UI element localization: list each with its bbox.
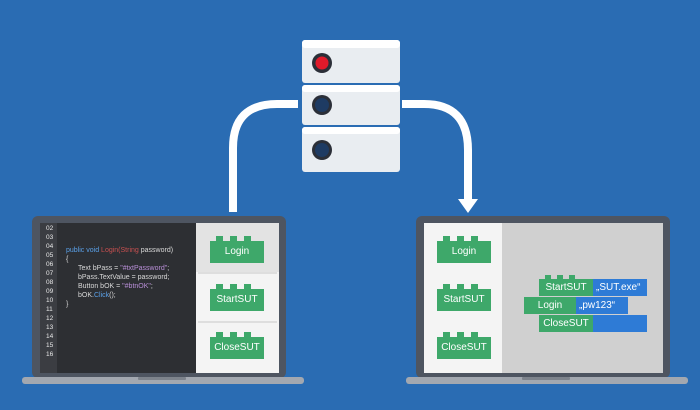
workflow-startsut-param[interactable]: „SUT.exe“ xyxy=(596,282,641,293)
arrow-laptop-to-server xyxy=(229,100,298,212)
server-unit-2-top xyxy=(302,85,400,92)
workflow-closesut-shape xyxy=(539,315,593,332)
workflow-startsut-param-shape xyxy=(593,279,647,296)
workflow-closesut-param-shape xyxy=(593,315,647,332)
left-laptop-notch xyxy=(138,377,186,380)
arrow-server-to-laptop xyxy=(402,100,472,200)
code-line-07: Text bPass = "#txtPassword"; xyxy=(78,265,170,272)
line-number: 12 xyxy=(46,315,54,322)
code-line-11: } xyxy=(66,301,69,308)
line-number: 10 xyxy=(46,297,54,304)
right-brick-login-shape xyxy=(437,236,491,263)
workflow-login-shape xyxy=(524,297,576,314)
line-number: 13 xyxy=(46,324,54,331)
right-brick-closesut-shape xyxy=(437,332,491,359)
workflow-startsut[interactable]: StartSUT xyxy=(545,282,587,293)
left-laptop-base xyxy=(22,377,304,384)
line-number: 07 xyxy=(46,270,54,277)
code-line-06: { xyxy=(66,256,69,263)
line-number: 15 xyxy=(46,342,54,349)
right-brick-startsut-shape xyxy=(437,284,491,311)
left-brick-startsut[interactable]: StartSUT xyxy=(216,294,258,305)
server-unit-3 xyxy=(302,127,400,172)
code-line-10: bOK.Click(); xyxy=(78,292,116,299)
line-number: 05 xyxy=(46,252,54,259)
left-brick-closesut[interactable]: CloseSUT xyxy=(214,342,260,353)
left-brick-startsut-shape xyxy=(210,284,264,311)
left-line-gutter xyxy=(40,223,57,373)
server-unit-3-top xyxy=(302,127,400,134)
server-unit-2 xyxy=(302,85,400,125)
workflow-closesut[interactable]: CloseSUT xyxy=(543,318,589,329)
right-brick-login[interactable]: Login xyxy=(451,246,477,257)
left-brick-closesut-shape xyxy=(210,332,264,359)
server-icon xyxy=(302,40,400,172)
left-brick-login[interactable]: Login xyxy=(224,246,250,257)
line-number: 09 xyxy=(46,288,54,295)
code-line-09: Button bOK = "#btnOK"; xyxy=(78,283,153,290)
line-number: 16 xyxy=(46,351,54,358)
right-laptop-notch xyxy=(522,377,570,380)
workflow-startsut-shape xyxy=(539,279,593,296)
line-number: 06 xyxy=(46,261,54,268)
server-unit-1 xyxy=(302,40,400,83)
workflow-assembly xyxy=(524,275,647,332)
code-line-08: bPass.TextValue = password; xyxy=(78,274,170,281)
right-laptop-base xyxy=(406,377,688,384)
left-brick-login-shape xyxy=(210,236,264,263)
line-number: 11 xyxy=(46,306,53,313)
workflow-login-param-shape xyxy=(576,297,628,314)
server-led-3-inner xyxy=(315,143,329,157)
right-brick-startsut[interactable]: StartSUT xyxy=(443,294,485,305)
line-number: 14 xyxy=(46,333,54,340)
line-number: 04 xyxy=(46,243,54,250)
arrow-head-down xyxy=(458,199,478,213)
server-unit-1-top xyxy=(302,40,400,48)
server-led-2-inner xyxy=(315,98,329,112)
line-number: 02 xyxy=(46,225,54,232)
server-led-red xyxy=(315,56,329,70)
workflow-login-param[interactable]: „pw123“ xyxy=(579,300,616,311)
right-brick-closesut[interactable]: CloseSUT xyxy=(441,342,487,353)
code-line-05: public void Login(String password) xyxy=(66,247,174,254)
line-number: 08 xyxy=(46,279,54,286)
line-number: 03 xyxy=(46,234,54,241)
workflow-login[interactable]: Login xyxy=(537,300,563,311)
